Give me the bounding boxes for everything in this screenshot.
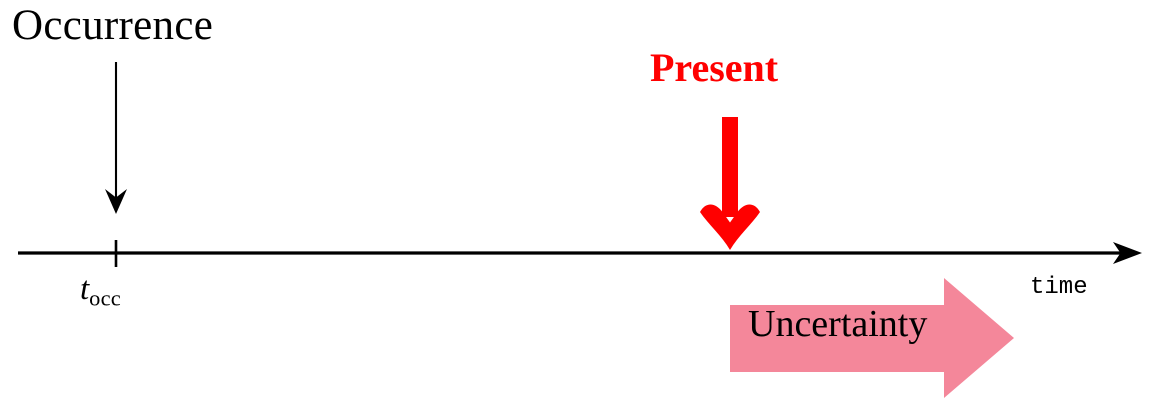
uncertainty-block-arrow xyxy=(730,278,1014,398)
present-label: Present xyxy=(650,45,779,90)
t-occ-subscript: occ xyxy=(89,285,121,311)
present-arrow-shaft xyxy=(722,117,738,217)
occurrence-arrow xyxy=(105,62,127,214)
occurrence-label: Occurrence xyxy=(12,2,214,49)
time-axis-group xyxy=(18,242,1142,264)
present-arrow-head xyxy=(700,204,760,250)
uncertainty-label: Uncertainty xyxy=(748,303,928,345)
time-axis-label: time xyxy=(1030,274,1088,301)
present-arrow xyxy=(700,117,760,250)
time-axis-arrowhead xyxy=(1113,242,1142,264)
t-occ-axis-label: tocc xyxy=(80,273,121,310)
occurrence-arrow-head xyxy=(105,189,127,214)
t-occ-variable: t xyxy=(80,271,90,307)
